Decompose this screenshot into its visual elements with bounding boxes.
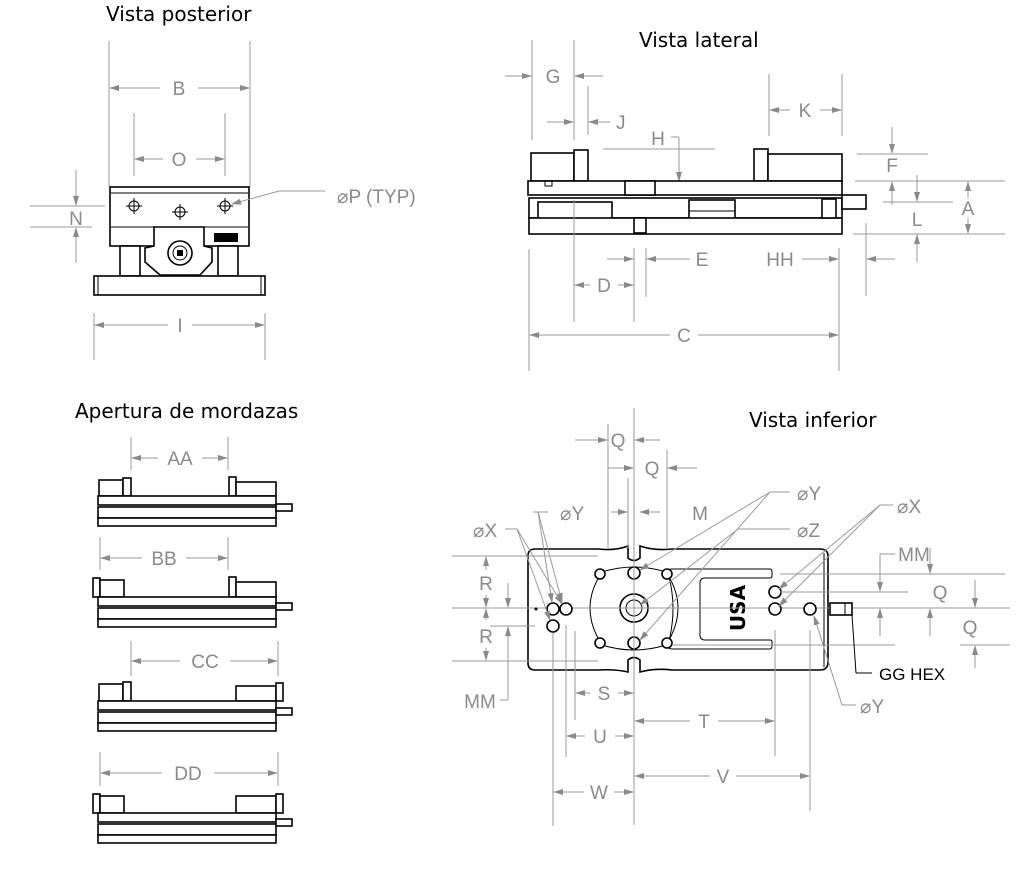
dim-i-label: I (177, 316, 182, 337)
dim-y3-label: ⌀Y (860, 697, 884, 718)
dim-q4-label: Q (963, 618, 978, 639)
dim-w-label: W (590, 783, 608, 804)
dim-hh-label: HH (766, 250, 793, 271)
dim-b-label: B (173, 79, 186, 100)
bottom-view-title: Vista inferior (749, 408, 877, 432)
dim-q3-label: Q (933, 583, 948, 604)
dim-f-label: F (886, 156, 898, 177)
dim-n-label: N (69, 209, 83, 230)
dim-h-label: H (651, 129, 665, 150)
bottom-view: Vista inferior USA Q (452, 408, 1010, 826)
dim-aa-label: AA (167, 449, 193, 470)
dim-u-label: U (593, 727, 607, 748)
rear-view-title: Vista posterior (106, 2, 252, 26)
dim-dd-label: DD (174, 764, 201, 785)
gg-hex-label: GG HEX (879, 665, 945, 684)
dim-q2-label: Q (645, 459, 660, 480)
hole-left (126, 198, 142, 214)
dim-v-label: V (717, 767, 730, 788)
dim-cc-label: CC (191, 652, 218, 673)
dim-z-label: ⌀Z (797, 521, 820, 542)
dim-y2-label: ⌀Y (797, 484, 821, 505)
vise-bb (92, 576, 293, 628)
dim-y1-label: ⌀Y (560, 504, 584, 525)
vise-aa (97, 476, 293, 527)
side-view-title: Vista lateral (639, 28, 759, 52)
side-view: Vista lateral G J K H (505, 28, 1005, 371)
jaw-opening-title: Apertura de mordazas (75, 399, 298, 423)
dim-j-label: J (616, 113, 626, 134)
dim-x2-label: ⌀X (897, 497, 921, 518)
vise-cc (97, 681, 293, 732)
dim-mm2-label: MM (898, 545, 930, 566)
hole-center (172, 204, 188, 220)
dim-mm1-label: MM (464, 692, 496, 713)
dim-r2-label: R (479, 627, 493, 648)
dim-a-label: A (962, 199, 975, 220)
dim-q1-label: Q (611, 431, 626, 452)
hole-right (217, 198, 233, 214)
dim-m-label: M (692, 504, 708, 525)
dim-r1-label: R (479, 574, 493, 595)
dim-d-label: D (597, 276, 611, 297)
dim-k-label: K (799, 101, 812, 122)
dim-c-label: C (677, 326, 691, 347)
jaw-opening-views: Apertura de mordazas AA BB CC (75, 399, 298, 844)
dim-s-label: S (598, 684, 611, 705)
dim-e-label: E (696, 250, 709, 271)
dim-t-label: T (698, 712, 710, 733)
dim-l-label: L (912, 210, 923, 231)
dim-x1-label: ⌀X (473, 521, 497, 542)
vise-dd (92, 793, 293, 844)
dim-g-label: G (546, 67, 561, 88)
dim-p-label: ⌀P (TYP) (337, 187, 416, 208)
dim-o-label: O (172, 150, 187, 171)
mounting-holes (546, 566, 817, 650)
dim-bb-label: BB (151, 549, 176, 570)
rear-view: Vista posterior B O N (30, 2, 416, 360)
